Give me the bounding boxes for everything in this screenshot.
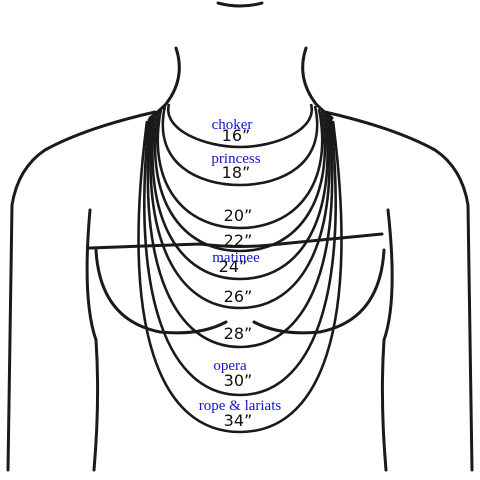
- chain-28: [146, 116, 334, 349]
- princess-label: princess: [211, 151, 260, 167]
- opera-label: opera: [213, 358, 247, 374]
- right-bust-outline: [252, 248, 386, 335]
- rope-lariats-label: rope & lariats: [199, 398, 282, 414]
- left-shoulder-outline: [6, 110, 157, 472]
- chain-22: [153, 110, 327, 253]
- neck-right-outline: [301, 46, 334, 120]
- right-torso-outline: [380, 208, 394, 472]
- chin-outline: [216, 1, 264, 8]
- length-24-label: 24”: [219, 257, 248, 276]
- length-20-label: 20”: [224, 206, 253, 225]
- bust-line: [88, 232, 384, 250]
- necklace-chains: [137, 103, 343, 434]
- left-torso-outline: [85, 208, 100, 472]
- length-30-label: 30”: [224, 371, 253, 390]
- length-16-label: 16”: [222, 126, 251, 145]
- length-26-label: 26”: [224, 287, 253, 306]
- chain-16: [166, 103, 314, 149]
- chain-24: [151, 112, 329, 281]
- chain-30: [142, 118, 338, 397]
- right-shoulder-outline: [323, 110, 474, 472]
- length-18-label: 18”: [222, 163, 251, 182]
- choker-label: choker: [212, 117, 253, 133]
- left-bust-outline: [94, 248, 228, 335]
- matinee-label: matinee: [212, 250, 260, 266]
- chain-34: [137, 120, 343, 434]
- length-22-label: 22”: [224, 231, 253, 250]
- chain-26: [149, 114, 331, 310]
- chain-18: [161, 105, 319, 187]
- length-28-label: 28”: [224, 324, 253, 343]
- chain-20: [156, 108, 324, 230]
- length-34-label: 34”: [224, 411, 253, 430]
